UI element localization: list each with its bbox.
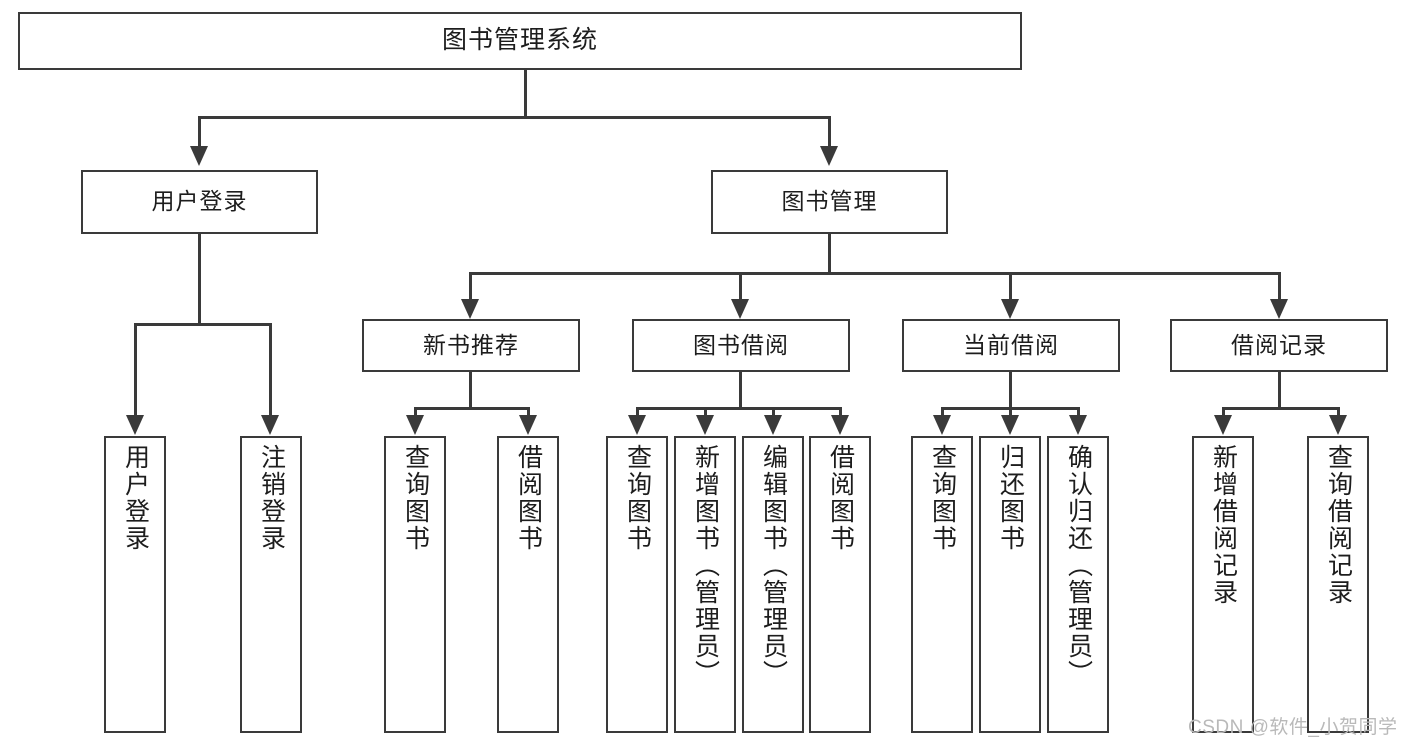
- node-label: 注销登录: [257, 444, 286, 552]
- node-current-borrow[interactable]: 当前借阅: [902, 319, 1120, 372]
- connector-level1-leg-right: [828, 116, 831, 146]
- node-label: 借阅图书: [826, 444, 855, 552]
- node-book-borrow[interactable]: 图书借阅: [632, 319, 850, 372]
- connector-level1-bar: [198, 116, 830, 119]
- connector-level2-bar: [469, 272, 1281, 275]
- connector-new-book-stem: [469, 372, 472, 409]
- connector-book-borrow-stem: [739, 372, 742, 409]
- connector-level2-leg-4: [1278, 272, 1281, 299]
- connector-user-login-leg-2: [269, 323, 272, 415]
- node-label: 图书借阅: [693, 331, 789, 358]
- node-borrow-record[interactable]: 借阅记录: [1170, 319, 1388, 372]
- connector-user-login-leg-1: [134, 323, 137, 415]
- connector-level2-leg-2: [739, 272, 742, 299]
- leaf-user-login[interactable]: 用户登录: [104, 436, 166, 733]
- connector-current-borrow-leg-2: [1009, 407, 1012, 416]
- connector-book-borrow-leg-1: [636, 407, 639, 416]
- arrowhead-borrow-record-child-2: [1329, 415, 1347, 435]
- leaf-add-borrow-record[interactable]: 新增借阅记录: [1192, 436, 1254, 733]
- node-label: 新增图书（管理员）: [691, 444, 720, 687]
- arrowhead-book-borrow-child-1: [628, 415, 646, 435]
- connector-book-borrow-leg-2: [704, 407, 707, 416]
- leaf-query-book-borrow[interactable]: 查询图书: [606, 436, 668, 733]
- watermark-csdn: CSDN @软件_小贺同学: [1188, 717, 1398, 738]
- arrowhead-book-borrow-child-2: [696, 415, 714, 435]
- connector-new-book-leg-1: [414, 407, 417, 416]
- node-label: 借阅图书: [514, 444, 543, 552]
- leaf-edit-book-admin[interactable]: 编辑图书（管理员）: [742, 436, 804, 733]
- node-label: 确认归还（管理员）: [1064, 444, 1093, 687]
- node-label: 借阅记录: [1231, 331, 1327, 358]
- arrowhead-to-user-login: [190, 146, 208, 166]
- connector-borrow-record-leg-2: [1337, 407, 1340, 416]
- arrowhead-current-borrow-child-3: [1069, 415, 1087, 435]
- connector-level1-leg-left: [198, 116, 201, 146]
- node-label: 编辑图书（管理员）: [759, 444, 788, 687]
- node-label: 图书管理: [781, 188, 878, 215]
- arrowhead-current-borrow-child-2: [1001, 415, 1019, 435]
- arrowhead-user-login-child-2: [261, 415, 279, 435]
- leaf-query-book-recommend[interactable]: 查询图书: [384, 436, 446, 733]
- arrowhead-new-book-child-2: [519, 415, 537, 435]
- connector-book-borrow-leg-3: [772, 407, 775, 416]
- connector-borrow-record-stem: [1278, 372, 1281, 409]
- node-label: 新书推荐: [423, 331, 519, 358]
- leaf-borrow-book-recommend[interactable]: 借阅图书: [497, 436, 559, 733]
- connector-current-borrow-stem: [1009, 372, 1012, 409]
- arrowhead-to-new-book-recommend: [461, 299, 479, 319]
- connector-book-management-stem: [828, 234, 831, 274]
- connector-user-login-bar: [134, 323, 272, 326]
- node-label: 用户登录: [121, 444, 150, 552]
- node-label: 用户登录: [151, 188, 248, 215]
- leaf-borrow-book[interactable]: 借阅图书: [809, 436, 871, 733]
- connector-user-login-stem: [198, 234, 201, 325]
- node-root-book-management-system[interactable]: 图书管理系统: [18, 12, 1022, 70]
- node-label: 新增借阅记录: [1209, 444, 1238, 606]
- leaf-query-borrow-record[interactable]: 查询借阅记录: [1307, 436, 1369, 733]
- node-label: 查询图书: [928, 444, 957, 552]
- arrowhead-borrow-record-child-1: [1214, 415, 1232, 435]
- connector-borrow-record-leg-1: [1222, 407, 1225, 416]
- connector-level2-leg-3: [1009, 272, 1012, 299]
- node-label: 查询借阅记录: [1324, 444, 1353, 606]
- connector-new-book-bar: [414, 407, 530, 410]
- node-book-management[interactable]: 图书管理: [711, 170, 948, 234]
- arrowhead-book-borrow-child-3: [764, 415, 782, 435]
- arrowhead-to-current-borrow: [1001, 299, 1019, 319]
- leaf-query-book-current[interactable]: 查询图书: [911, 436, 973, 733]
- connector-root-stem: [524, 70, 527, 117]
- leaf-return-book[interactable]: 归还图书: [979, 436, 1041, 733]
- leaf-confirm-return-admin[interactable]: 确认归还（管理员）: [1047, 436, 1109, 733]
- node-label: 查询图书: [623, 444, 652, 552]
- connector-current-borrow-leg-3: [1077, 407, 1080, 416]
- leaf-logout-login[interactable]: 注销登录: [240, 436, 302, 733]
- arrowhead-book-borrow-child-4: [831, 415, 849, 435]
- connector-level2-leg-1: [469, 272, 472, 299]
- connector-book-borrow-leg-4: [839, 407, 842, 416]
- arrowhead-to-borrow-record: [1270, 299, 1288, 319]
- connector-current-borrow-leg-1: [941, 407, 944, 416]
- node-label: 归还图书: [996, 444, 1025, 552]
- arrowhead-new-book-child-1: [406, 415, 424, 435]
- connector-borrow-record-bar: [1222, 407, 1340, 410]
- node-label: 查询图书: [401, 444, 430, 552]
- leaf-add-book-admin[interactable]: 新增图书（管理员）: [674, 436, 736, 733]
- arrowhead-to-book-borrow: [731, 299, 749, 319]
- connector-book-borrow-bar: [636, 407, 842, 410]
- node-label: 当前借阅: [963, 331, 1059, 358]
- arrowhead-current-borrow-child-1: [933, 415, 951, 435]
- arrowhead-to-book-management: [820, 146, 838, 166]
- arrowhead-user-login-child-1: [126, 415, 144, 435]
- node-user-login[interactable]: 用户登录: [81, 170, 318, 234]
- node-label: 图书管理系统: [441, 26, 598, 55]
- connector-new-book-leg-2: [527, 407, 530, 416]
- node-new-book-recommend[interactable]: 新书推荐: [362, 319, 580, 372]
